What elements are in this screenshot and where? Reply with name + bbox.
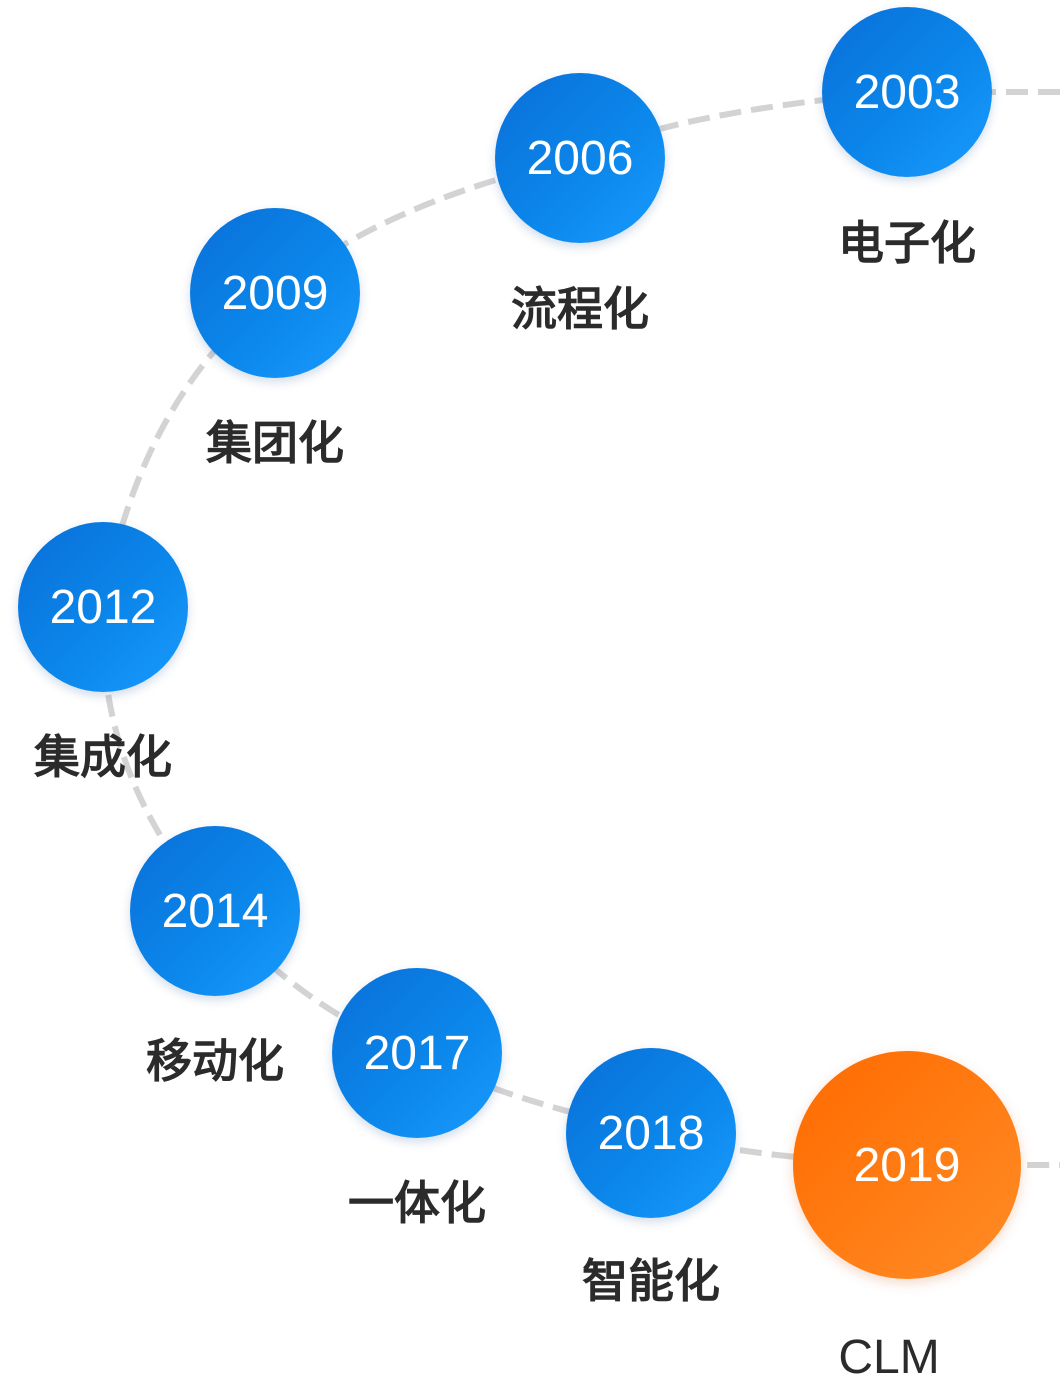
milestone-label: 一体化 <box>348 1176 486 1230</box>
milestone-year: 2018 <box>597 1106 705 1160</box>
milestone-node-2014: 2014 <box>130 826 300 996</box>
milestone-year: 2017 <box>363 1026 471 1080</box>
milestone-node-2006: 2006 <box>495 73 665 243</box>
milestone-year: 2012 <box>49 580 157 634</box>
milestone-year: 2006 <box>526 131 634 185</box>
milestone-node-2017: 2017 <box>332 968 502 1138</box>
milestone-node-2009: 2009 <box>190 208 360 378</box>
milestone-label: 电子化 <box>838 216 976 270</box>
milestone-node-2019-highlight: 2019 <box>793 1051 1021 1279</box>
milestone-year: 2009 <box>221 266 329 320</box>
milestone-label: 集团化 <box>206 416 344 470</box>
milestone-node-2003: 2003 <box>822 7 992 177</box>
milestone-label-clm: CLM <box>838 1331 940 1384</box>
milestone-node-2018: 2018 <box>566 1048 736 1218</box>
milestone-label: 集成化 <box>34 730 172 784</box>
milestone-year: 2019 <box>853 1138 961 1192</box>
milestone-label: 移动化 <box>146 1034 284 1088</box>
milestone-label: 智能化 <box>582 1254 720 1308</box>
milestone-label: 流程化 <box>511 282 649 336</box>
milestone-year: 2014 <box>161 884 269 938</box>
milestone-node-2012: 2012 <box>18 522 188 692</box>
milestone-year: 2003 <box>853 65 961 119</box>
